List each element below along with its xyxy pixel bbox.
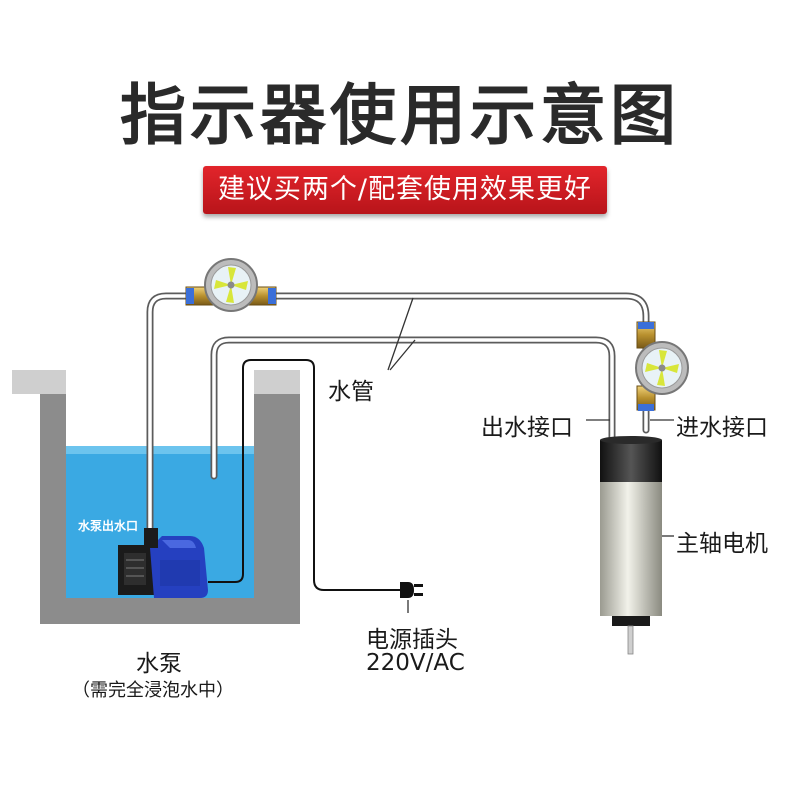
spindle-motor-icon: [600, 436, 662, 655]
power-cord: [208, 359, 400, 591]
voltage-label: 220V/AC: [366, 650, 465, 676]
pump-outlet-label: 水泵出水口: [78, 519, 139, 533]
page-title: 指示器使用示意图: [120, 77, 680, 154]
side-flow-indicator-icon: [635, 321, 689, 411]
pump-icon: [118, 528, 208, 598]
inlet-port-label: 进水接口: [676, 415, 768, 441]
spindle-motor-label: 主轴电机: [676, 531, 768, 557]
water-tank: [12, 370, 300, 624]
label-pointers: [586, 419, 674, 537]
pump-label: 水泵: [136, 651, 182, 677]
water-pipe-pointer: [387, 297, 416, 371]
outlet-port-label: 出水接口: [481, 415, 573, 441]
pump-note-label: （需完全浸泡水中）: [72, 680, 234, 701]
water-pipe-supply: [146, 292, 650, 549]
water-pipe-return: [210, 336, 616, 480]
recommendation-banner: 建议买两个/配套使用效果更好: [203, 166, 607, 214]
water-pipe-label: 水管: [328, 379, 374, 405]
power-plug-label: 电源插头: [366, 627, 458, 653]
power-plug-icon: [400, 582, 423, 613]
top-flow-indicator-icon: [185, 258, 277, 312]
